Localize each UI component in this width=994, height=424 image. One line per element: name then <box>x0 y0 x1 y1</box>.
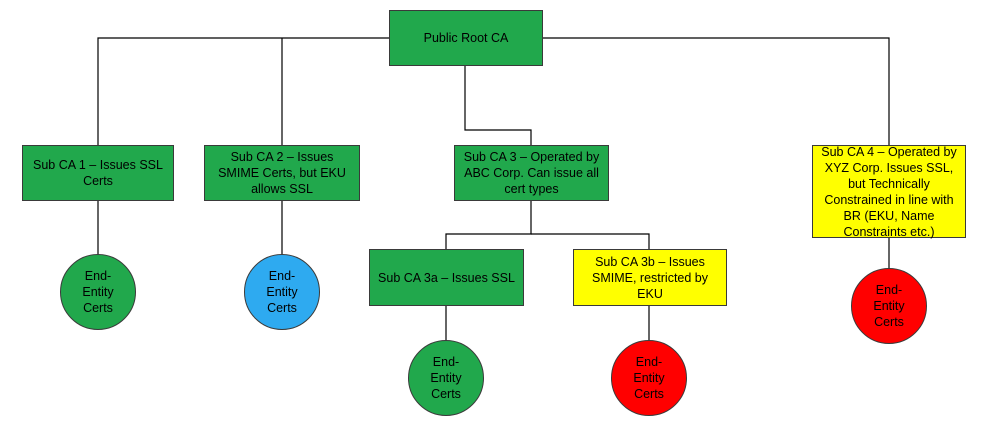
circle-label: End-Entity Certs <box>633 355 665 401</box>
circle-label: End-Entity Certs <box>430 355 462 401</box>
node-public-root-ca: Public Root CA <box>389 10 543 66</box>
node-sub-ca-1: Sub CA 1 – Issues SSL Certs <box>22 145 174 201</box>
edge-sub3-sub3a <box>445 201 532 249</box>
edge-root-sub3 <box>464 66 532 145</box>
node-sub-ca-3: Sub CA 3 – Operated by ABC Corp. Can iss… <box>454 145 609 201</box>
circle-label: End-Entity Certs <box>873 283 905 329</box>
edge-sub3-sub3b <box>531 233 650 249</box>
end-entity-certs-sub1: End-Entity Certs <box>60 254 136 330</box>
edge-root-sub1 <box>97 37 389 145</box>
circle-label: End-Entity Certs <box>82 269 114 315</box>
node-label: Sub CA 3b – Issues SMIME, restricted by … <box>592 254 708 301</box>
circle-label: End-Entity Certs <box>266 269 298 315</box>
end-entity-certs-sub3a: End-Entity Certs <box>408 340 484 416</box>
end-entity-certs-sub2: End-Entity Certs <box>244 254 320 330</box>
end-entity-certs-sub3b: End-Entity Certs <box>611 340 687 416</box>
node-sub-ca-4: Sub CA 4 – Operated by XYZ Corp. Issues … <box>812 144 966 239</box>
node-label: Sub CA 2 – Issues SMIME Certs, but EKU a… <box>218 150 346 196</box>
node-label: Public Root CA <box>423 31 509 45</box>
node-label: Sub CA 3a – Issues SSL <box>378 270 515 285</box>
node-label: Sub CA 4 – Operated by XYZ Corp. Issues … <box>821 144 957 239</box>
node-sub-ca-3b: Sub CA 3b – Issues SMIME, restricted by … <box>573 249 727 306</box>
node-label: Sub CA 1 – Issues SSL Certs <box>33 158 163 188</box>
edge-root-sub4 <box>543 37 890 145</box>
node-label: Sub CA 3 – Operated by ABC Corp. Can iss… <box>463 150 600 196</box>
end-entity-certs-sub4: End-Entity Certs <box>851 268 927 344</box>
node-sub-ca-3a: Sub CA 3a – Issues SSL <box>369 249 524 306</box>
node-sub-ca-2: Sub CA 2 – Issues SMIME Certs, but EKU a… <box>204 145 360 201</box>
